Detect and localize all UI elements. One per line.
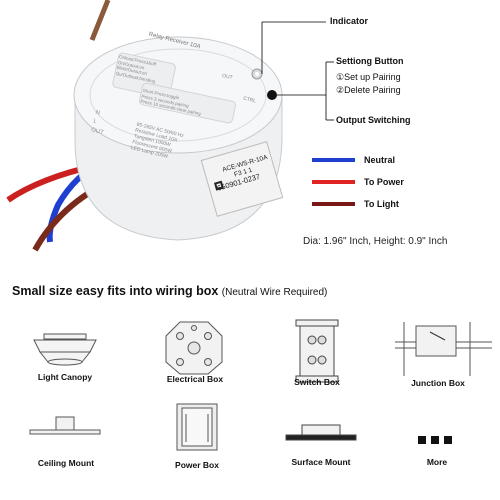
label-power-box: Power Box xyxy=(175,460,219,470)
light-canopy-icon xyxy=(33,333,97,366)
relay-receiver-illustration xyxy=(6,0,355,252)
label-switch-box: Switch Box xyxy=(294,377,340,387)
ceiling-mount-icon xyxy=(29,416,101,435)
fit-headline: Small size easy fits into wiring box (Ne… xyxy=(12,284,328,298)
label-light-canopy: Light Canopy xyxy=(37,372,93,382)
indicator-callout: Indicator xyxy=(330,16,369,26)
dimensions-text: Dia: 1.96" Inch, Height: 0.9" Inch xyxy=(303,236,448,247)
product-sticker xyxy=(200,141,284,217)
wire-top xyxy=(89,0,111,41)
surface-mount-icon xyxy=(285,424,357,441)
wire-label-neutral: Neutral xyxy=(364,155,396,165)
label-surface-mount: Surface Mount xyxy=(291,457,351,467)
mounting-icons xyxy=(29,319,492,451)
electrical-box-icon xyxy=(165,321,223,375)
wire-label-power: To Power xyxy=(364,177,404,187)
switch-box-icon xyxy=(295,319,339,383)
power-box-icon xyxy=(176,403,218,451)
label-electrical-box: Electrical Box xyxy=(166,374,224,384)
more-icon xyxy=(418,436,452,444)
junction-box-icon xyxy=(395,322,492,376)
label-junction-box: Junction Box xyxy=(411,378,465,388)
label-more: More xyxy=(426,457,448,467)
output-switching-callout: Output Switching xyxy=(336,115,411,125)
step-delete-pairing: ②Delete Pairing xyxy=(336,85,401,95)
label-ceiling-mount: Ceiling Mount xyxy=(37,458,95,468)
step-setup-pairing: ①Set up Pairing xyxy=(336,72,401,82)
setting-button-callout: Settiong Button xyxy=(336,56,404,66)
wire-label-light: To Light xyxy=(364,199,399,209)
setting-button[interactable] xyxy=(267,90,277,100)
